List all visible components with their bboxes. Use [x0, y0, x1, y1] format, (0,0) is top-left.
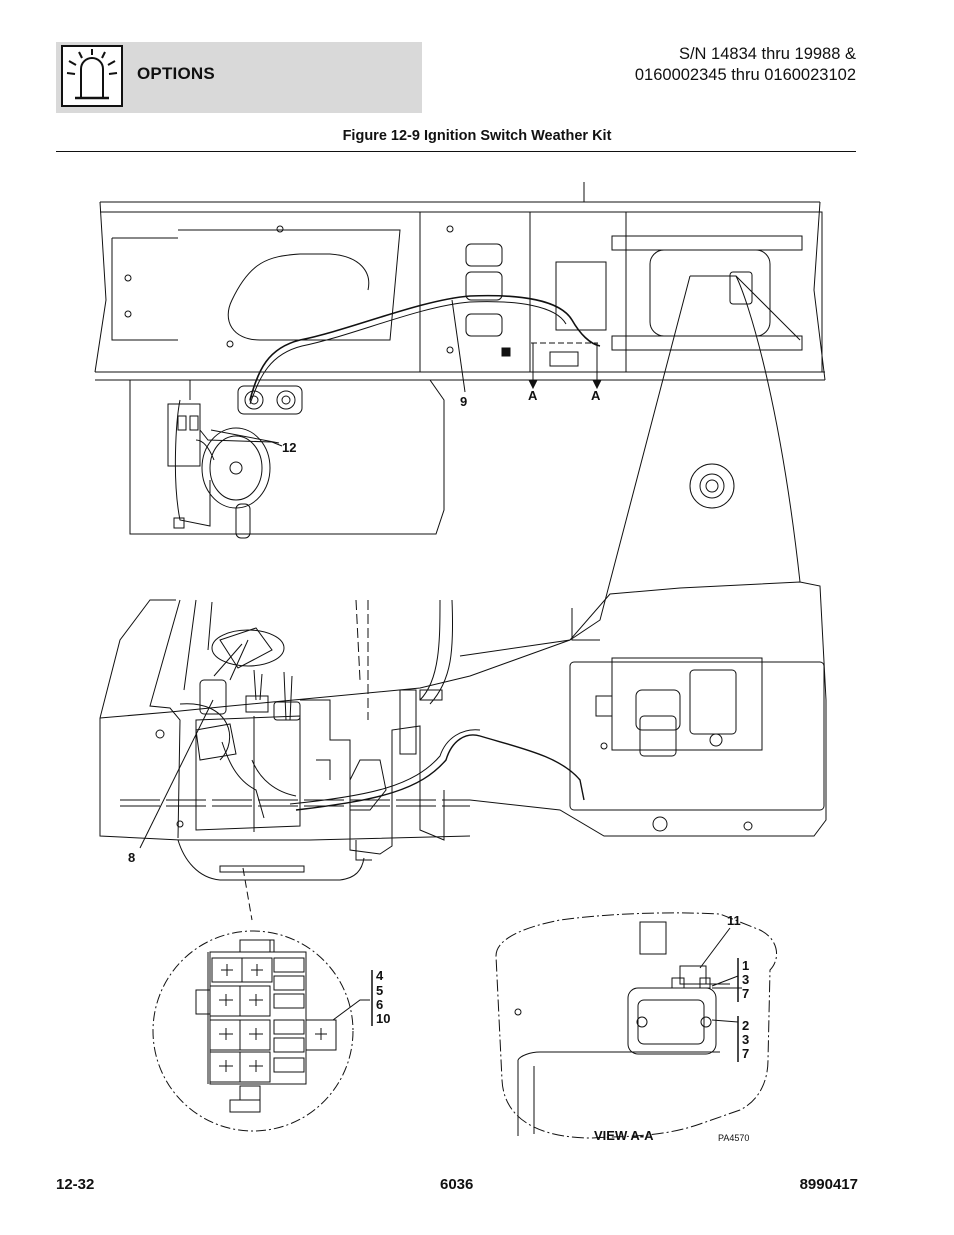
footer-model: 6036 — [440, 1176, 474, 1193]
callout-4: 4 — [376, 968, 384, 983]
footer-page-number: 12-32 — [56, 1176, 95, 1193]
serial-line-2: 0160002345 thru 0160023102 — [634, 66, 856, 84]
callout-10: 10 — [376, 1011, 390, 1026]
view-label: VIEW A-A — [594, 1128, 654, 1143]
footer-part-number: 8990417 — [799, 1176, 858, 1193]
callout-a-left: A — [528, 388, 538, 403]
serial-range: S/N 14834 thru 19988 & 0160002345 thru 0… — [635, 44, 856, 86]
callout-8: 8 — [128, 850, 135, 865]
callout-9: 9 — [460, 394, 467, 409]
reference-code: PA4570 — [718, 1133, 749, 1143]
callout-1: 1 — [742, 958, 749, 973]
callout-6: 6 — [376, 997, 383, 1012]
callout-a-right: A — [591, 388, 601, 403]
serial-line-1: S/N 14834 thru 19988 & — [678, 45, 856, 63]
section-title: OPTIONS — [137, 64, 215, 83]
header-divider — [56, 151, 856, 152]
ignition-switch-diagram: 9 A A 12 8 11 4 5 6 10 1 3 7 2 3 7 VIEW … — [94, 182, 827, 1143]
callout-7-upper: 7 — [742, 986, 749, 1001]
callout-5: 5 — [376, 983, 383, 998]
figure-title: Figure 12-9 Ignition Switch Weather Kit — [342, 128, 612, 144]
callout-12: 12 — [282, 440, 296, 455]
callout-11: 11 — [727, 913, 741, 928]
chassis-top-view — [94, 182, 827, 1139]
callout-3-upper: 3 — [742, 972, 749, 987]
beacon-light-icon — [61, 45, 123, 107]
callout-3-lower: 3 — [742, 1032, 749, 1047]
callout-7-lower: 7 — [742, 1046, 749, 1061]
callout-2: 2 — [742, 1018, 749, 1033]
